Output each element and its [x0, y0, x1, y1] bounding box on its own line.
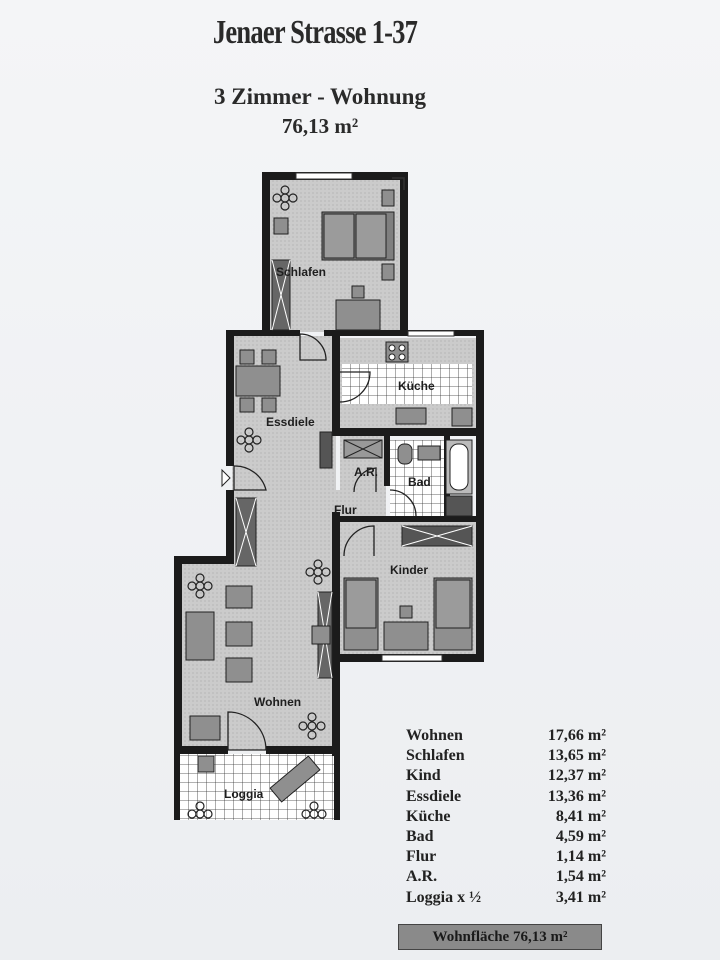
area-value: 4,59 m²	[555, 827, 606, 845]
doors	[227, 333, 417, 751]
area-row: A.R. 1,54 m²	[406, 867, 606, 887]
area-row: Küche 8,41 m²	[406, 807, 606, 827]
area-room: Flur	[406, 848, 437, 866]
area-value: 12,37 m²	[547, 767, 606, 785]
label-kueche: Küche	[398, 379, 435, 393]
label-bad: Bad	[408, 475, 431, 489]
walls	[174, 172, 484, 820]
apartment-area: 76,13 m²	[281, 114, 359, 138]
windows	[295, 172, 455, 662]
furniture	[185, 189, 473, 803]
area-row: Essdiele 13,36 m²	[406, 787, 606, 807]
area-room: Wohnen	[406, 727, 463, 744]
label-flur: Flur	[334, 503, 357, 517]
area-value: 13,65 m²	[547, 747, 606, 765]
area-row: Bad 4,59 m²	[406, 827, 606, 847]
area-room: Kind	[406, 767, 441, 785]
page-title: Jenaer Strasse 1-37	[212, 14, 418, 51]
apartment-type: 3 Zimmer - Wohnung	[214, 84, 426, 109]
area-value: 8,41 m²	[555, 807, 606, 825]
area-row: Flur 1,14 m²	[406, 847, 606, 867]
area-value: 17,66 m²	[547, 727, 606, 744]
area-room: Loggia x ½	[406, 888, 482, 906]
label-kinder: Kinder	[390, 563, 428, 577]
area-room: Küche	[406, 807, 451, 825]
label-schlafen: Schlafen	[276, 265, 326, 279]
entrance-arrow	[221, 468, 231, 488]
area-row: Wohnen 17,66 m²	[406, 726, 606, 746]
total-living-area: Wohnfläche 76,13 m²	[398, 924, 602, 950]
area-value: 1,54 m²	[555, 868, 606, 886]
label-essdiele: Essdiele	[266, 415, 315, 429]
area-value: 1,14 m²	[555, 848, 606, 866]
area-room: A.R.	[406, 868, 438, 886]
area-room: Bad	[406, 827, 434, 845]
area-row: Kind 12,37 m²	[406, 766, 606, 786]
label-ar: A.R.	[354, 465, 378, 479]
area-value: 3,41 m²	[555, 888, 606, 906]
label-wohnen: Wohnen	[254, 695, 301, 709]
area-value: 13,36 m²	[547, 787, 606, 805]
label-loggia: Loggia	[224, 787, 264, 801]
area-room: Essdiele	[406, 787, 462, 805]
area-room: Schlafen	[406, 747, 465, 765]
area-table: Wohnen 17,66 m² Schlafen 13,65 m² Kind 12,3…	[406, 726, 606, 908]
plants	[187, 185, 331, 819]
floor-areas	[180, 178, 476, 820]
kitchen-tiles	[342, 364, 472, 404]
area-row: Schlafen 13,65 m²	[406, 746, 606, 766]
area-row: Loggia x ½ 3,41 m²	[406, 888, 606, 908]
window-corner	[392, 177, 405, 190]
